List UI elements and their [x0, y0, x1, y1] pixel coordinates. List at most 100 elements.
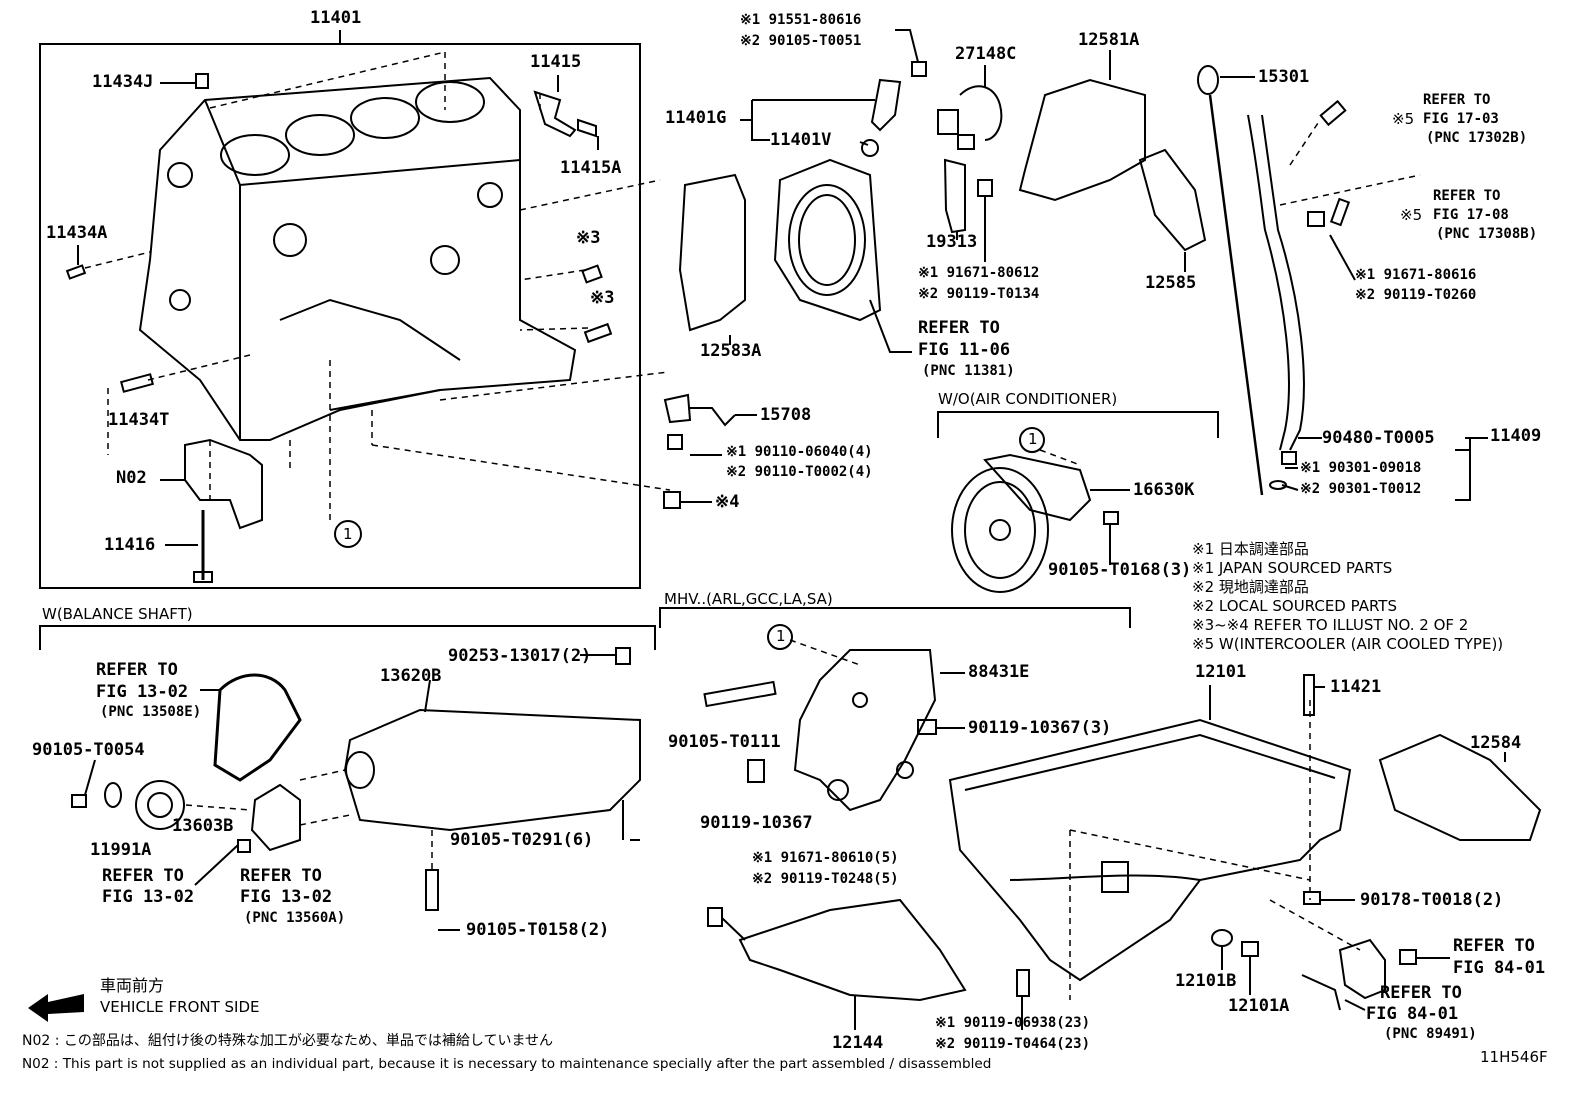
label-16630K: 16630K: [1133, 480, 1195, 500]
bolt-90119-10367-icon: [747, 759, 765, 783]
plug-12101A-icon: [1241, 941, 1259, 957]
label-90178: 90178-T0018(2): [1360, 890, 1504, 910]
pulley-16630K-icon: [951, 467, 1049, 593]
label-bolt-d2: ※2 90110-T0002(4): [726, 464, 873, 480]
label-bolt-c2: ※2 90119-T0134: [918, 286, 1040, 302]
label-90105-T0291: 90105-T0291(6): [450, 830, 594, 850]
cover-12585-icon: [1138, 148, 1207, 252]
label-88431E: 88431E: [968, 662, 1030, 682]
oil-jet-15708-icon: [663, 393, 692, 424]
label-mhv: MHV..(ARL,GCC,LA,SA): [664, 590, 833, 608]
label-front-jp: 車両前方: [100, 976, 165, 995]
label-bolt-g1: ※1 91671-80610(5): [752, 850, 899, 866]
seal-retainer-icon: [773, 158, 882, 322]
refer-84-01b-c: (PNC 89491): [1384, 1026, 1477, 1042]
label-13620B: 13620B: [380, 666, 442, 686]
legend-1-en: ※1 JAPAN SOURCED PARTS: [1192, 559, 1393, 577]
label-90105-T0158: 90105-T0158(2): [466, 920, 610, 940]
label-ref5a: ※5: [1392, 110, 1415, 128]
front-arrow-icon: [28, 994, 84, 1022]
label-front-en: VEHICLE FRONT SIDE: [100, 998, 260, 1016]
label-12144: 12144: [832, 1033, 884, 1053]
label-bolt-f1: ※1 90301-09018: [1300, 460, 1422, 476]
label-sensor-a1: ※1 91551-80616: [740, 12, 862, 28]
label-90119-10367-3: 90119-10367(3): [968, 718, 1112, 738]
pin-11434A-icon: [65, 264, 87, 280]
label-90105-T0111: 90105-T0111: [668, 732, 781, 752]
bolt-90105-T0111-icon: [703, 680, 777, 708]
shield-12144-icon: [738, 898, 967, 1002]
label-90253: 90253-13017(2): [448, 646, 592, 666]
harness-27148C-icon: [959, 85, 1003, 141]
oil-pan-12101-icon: [948, 718, 1352, 982]
circle-1-b: 1: [1028, 430, 1038, 448]
refer-13-02-b: FIG 13-02: [96, 682, 189, 702]
label-90105-T0054: 90105-T0054: [32, 740, 145, 760]
label-bolt-c1: ※1 91671-80612: [918, 265, 1040, 281]
label-12585: 12585: [1145, 273, 1197, 293]
pin-11434T-icon: [119, 373, 155, 393]
figure-code: 11H546F: [1480, 1048, 1548, 1066]
label-11434A: 11434A: [46, 223, 108, 243]
refer-13-02c-a: REFER TO: [240, 866, 322, 886]
label-sensor-a2: ※2 90105-T0051: [740, 33, 862, 49]
stud-11421-icon: [1303, 674, 1315, 716]
label-11401: 11401: [310, 8, 362, 28]
legend-2-jp: ※2 現地調達部品: [1192, 578, 1309, 596]
bolt-11415A-icon: [577, 118, 597, 138]
pin-3a-icon: [581, 264, 603, 284]
label-27148C: 27148C: [955, 44, 1017, 64]
refer-84-01b-a: REFER TO: [1380, 983, 1462, 1003]
nozzle-11415-icon: [533, 90, 577, 138]
plug-11434J-icon: [195, 73, 209, 89]
gear-13603B-icon: [135, 780, 185, 830]
label-12583A: 12583A: [700, 341, 762, 361]
chain-icon: [213, 673, 302, 782]
bracket-88431E-icon: [793, 649, 937, 812]
note-jp: N02 : この部品は、組付け後の特殊な加工が必要なため、単品では補給していませ…: [22, 1033, 554, 1049]
label-11991A: 11991A: [90, 840, 152, 860]
refer-13-02c-c: (PNC 13560A): [244, 910, 346, 926]
refer-17-03-c: (PNC 17302B): [1426, 130, 1528, 146]
cover-12581A-icon: [1018, 78, 1146, 202]
refer-17-03-a: REFER TO: [1423, 92, 1491, 108]
label-bolt-e1: ※1 91671-80616: [1355, 267, 1477, 283]
legend-5: ※5 W(INTERCOOLER (AIR COOLED TYPE)): [1192, 635, 1504, 653]
label-bolt-h1: ※1 90119-06938(23): [935, 1015, 1091, 1031]
label-N02: N02: [116, 468, 147, 488]
label-90480: 90480-T0005: [1322, 428, 1435, 448]
refer-17-08-b: FIG 17-08: [1433, 207, 1509, 223]
label-bolt-g2: ※2 90119-T0248(5): [752, 871, 899, 887]
label-wo-ac: W/O(AIR CONDITIONER): [938, 390, 1118, 408]
label-w-balance: W(BALANCE SHAFT): [42, 605, 193, 623]
label-ref3b: ※3: [590, 288, 615, 308]
label-bolt-e2: ※2 90119-T0260: [1355, 287, 1477, 303]
label-bolt-d1: ※1 90110-06040(4): [726, 444, 873, 460]
note-en: N02 : This part is not supplied as an in…: [22, 1056, 992, 1072]
label-11434J: 11434J: [92, 72, 154, 92]
label-12101A: 12101A: [1228, 996, 1290, 1016]
label-11416: 11416: [104, 535, 156, 555]
refer-84-01a-b: FIG 84-01: [1453, 958, 1546, 978]
circle-1-c: 1: [776, 627, 786, 645]
guide-11409-icon: [1261, 114, 1305, 451]
label-11421: 11421: [1330, 677, 1382, 697]
label-bolt-h2: ※2 90119-T0464(23): [935, 1036, 1091, 1052]
refer-13-02-c: (PNC 13508E): [100, 704, 202, 720]
refer-13-02b-b: FIG 13-02: [102, 887, 195, 907]
bolt-91671-80610-icon: [707, 907, 723, 927]
refer-11-06-a: REFER TO: [918, 318, 1000, 338]
label-90119-10367: 90119-10367: [700, 813, 813, 833]
sensor-11401G-icon: [870, 78, 902, 132]
cylinder-block-icon: [138, 76, 577, 441]
bracket-19313-icon: [943, 158, 966, 234]
label-11434T: 11434T: [108, 410, 170, 430]
label-11401G: 11401G: [665, 108, 727, 128]
label-90105-T0168: 90105-T0168(3): [1048, 560, 1192, 580]
label-bolt-f2: ※2 90301-T0012: [1300, 481, 1422, 497]
refer-17-08-a: REFER TO: [1433, 188, 1501, 204]
refer-17-03-b: FIG 17-03: [1423, 111, 1499, 127]
label-13603B: 13603B: [172, 816, 234, 836]
oil-level-sensor-icon: [1338, 938, 1386, 1000]
